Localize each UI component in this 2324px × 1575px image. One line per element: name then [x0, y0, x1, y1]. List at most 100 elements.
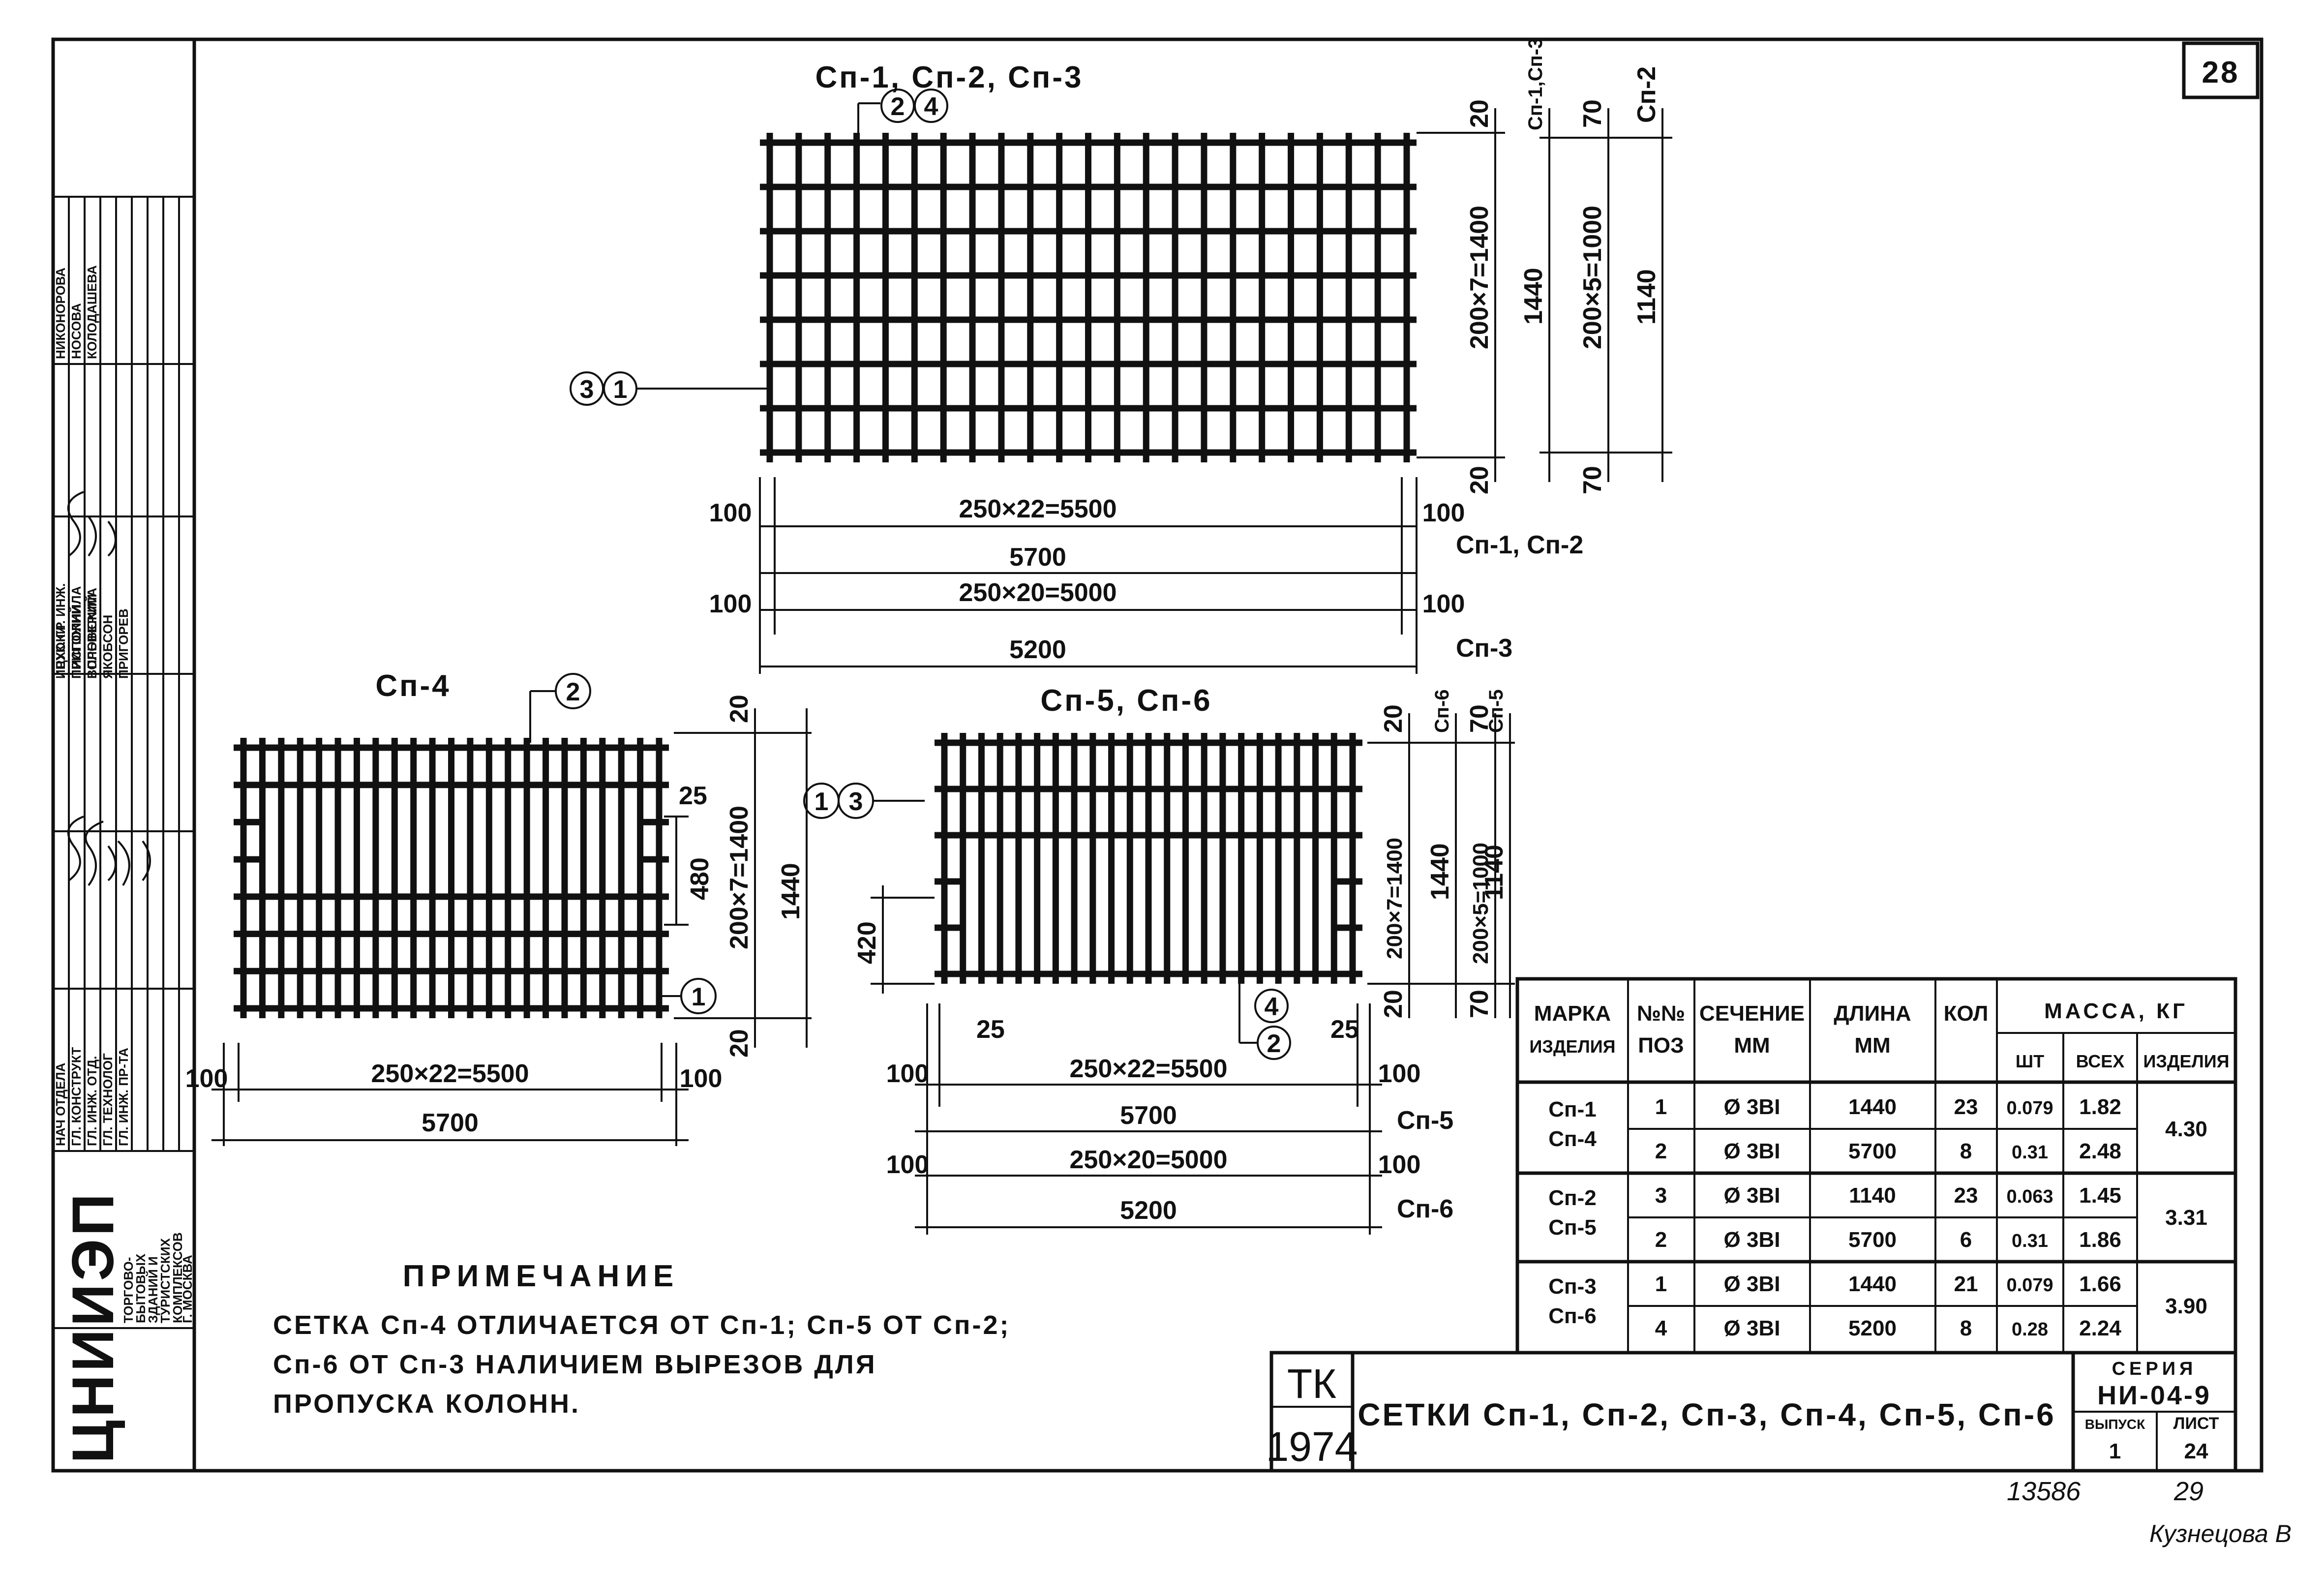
copy-number: 29 — [2173, 1477, 2203, 1506]
spec-g0-r0-len: 1440 — [1848, 1095, 1897, 1119]
staff-role-0: НАЧ ОТДЕЛА — [53, 1062, 68, 1146]
staff-name-0: ИЦХОКИ — [53, 625, 68, 679]
spec-g0-mark0: Сп-1 — [1548, 1097, 1596, 1121]
spec-g1-r1-len: 5700 — [1848, 1228, 1897, 1252]
spec-g2-r1-all: 2.24 — [2079, 1316, 2121, 1340]
institute-desc-2: ЗДАНИЙ И — [146, 1256, 160, 1323]
spec-g2-r0-unit: 0.079 — [2006, 1275, 2053, 1296]
mesh-56-grid — [935, 733, 1362, 984]
spec-h-mark-1: МАРКА — [1534, 1001, 1611, 1026]
spec-h-mass: МАССА, КГ — [2044, 999, 2188, 1023]
spec-g1-r0-qty: 23 — [1954, 1183, 1978, 1208]
spec-h-qty: КОЛ — [1944, 1001, 1989, 1026]
mesh-56-dim-25-r: 25 — [1330, 1015, 1359, 1044]
spec-g1-r0-all: 1.45 — [2079, 1183, 2121, 1208]
mesh-4-callout-right: 1 — [692, 983, 706, 1011]
spec-g0-r1-sec: Ø 3ВI — [1724, 1139, 1781, 1163]
copier-name: Кузнецова В — [2149, 1520, 2292, 1547]
spec-g1-r0-pos: 3 — [1655, 1183, 1667, 1208]
spec-g2-r1-pos: 4 — [1655, 1316, 1667, 1340]
spec-h-sec-1: СЕЧЕНИЕ — [1699, 1001, 1805, 1026]
spec-h-unit: ШТ — [2016, 1051, 2044, 1071]
mesh-56-v-a: 200×7=1400 — [1383, 838, 1407, 959]
spec-g1-mark1: Сп-5 — [1548, 1215, 1596, 1240]
institute-block: ЦНИИЭП ТОРГОВО- БЫТОВЫХ ЗДАНИЙ И ТУРИСТС… — [60, 1191, 195, 1463]
spec-g1-r1-sec: Ø 3ВI — [1724, 1228, 1781, 1252]
mesh-top-dim-row2: 5700 — [1009, 543, 1066, 572]
mesh-56-dim-row3: 250×20=5000 — [1069, 1146, 1227, 1174]
mesh-4-title: Сп-4 — [375, 669, 451, 703]
series-label: СЕРИЯ — [2112, 1359, 2197, 1379]
mesh-4-v-20-top: 20 — [725, 695, 754, 723]
spec-h-pos-2: ПОЗ — [1638, 1033, 1684, 1058]
spec-g1-r1-pos: 2 — [1655, 1228, 1667, 1252]
mesh-56-v-d: 1140 — [1480, 845, 1509, 900]
mesh-top-v-c: 200×5=1000 — [1578, 206, 1607, 349]
spec-g0-r0-sec: Ø 3ВI — [1724, 1095, 1781, 1119]
spec-h-mark-2: ИЗДЕЛИЯ — [1529, 1036, 1615, 1057]
spec-g0-r0-unit: 0.079 — [2006, 1098, 2053, 1119]
mesh-top-dim-100-r: 100 — [1422, 499, 1465, 527]
spec-g2-r0-sec: Ø 3ВI — [1724, 1272, 1781, 1296]
staff-role-1: ГЛ. КОНСТРУКТ — [69, 1047, 84, 1146]
spec-h-len-2: ММ — [1854, 1033, 1890, 1058]
sheet-value: 24 — [2184, 1439, 2208, 1463]
spec-g2-r1-qty: 8 — [1960, 1316, 1972, 1340]
sheet-border — [51, 37, 2264, 1473]
mesh-top-v-d: 1140 — [1632, 269, 1661, 325]
spec-g2-r0-pos: 1 — [1655, 1272, 1667, 1296]
mesh-top-v-b: 1440 — [1519, 268, 1548, 325]
staff-name-4: ПРИГОРЕВ — [116, 608, 131, 679]
staff-role-4: ГЛ. ИНЖ. ПР-ТА — [116, 1048, 131, 1146]
spec-g1-r0-unit: 0.063 — [2006, 1186, 2053, 1207]
spec-h-all: ВСЕХ — [2076, 1051, 2125, 1071]
series-value: НИ-04-9 — [2097, 1381, 2211, 1410]
note-line-1: Сп-6 ОТ Сп-3 НАЛИЧИЕМ ВЫРЕЗОВ ДЛЯ — [273, 1350, 877, 1379]
staff-role-5: РУК. ГР. ИНЖ. — [53, 583, 68, 669]
mesh-top-label-row-b: Сп-3 — [1456, 634, 1512, 663]
institute-desc-4: КОМПЛЕКСОВ — [170, 1232, 185, 1323]
mesh-top-callout-c: 3 — [580, 375, 594, 404]
mesh-4: Сп-4 2 1 100 100 250×22=5500 5700 20 20 … — [185, 669, 812, 1146]
title-year: 1974 — [1266, 1424, 1358, 1470]
mesh-56-v-b: 1440 — [1426, 843, 1454, 900]
spec-g0-total: 4.30 — [2165, 1117, 2207, 1141]
mesh-4-callout-top: 2 — [566, 678, 580, 706]
mesh-56-dim-100-l: 100 — [886, 1060, 929, 1088]
mesh-56: Сп-5, Сп-6 1 3 4 2 25 25 100 100 250×22=… — [803, 684, 1515, 1235]
mesh-top-title: Сп-1, Сп-2, Сп-3 — [815, 61, 1084, 94]
staff-role-6: ИСПОЛНИЛА — [69, 586, 84, 669]
spec-g1-r1-qty: 6 — [1960, 1228, 1972, 1252]
sheet-label: ЛИСТ — [2173, 1414, 2219, 1433]
sheet-title: СЕТКИ Сп-1, Сп-2, Сп-3, Сп-4, Сп-5, Сп-6 — [1358, 1397, 2055, 1432]
mesh-top-v-20-bot: 20 — [1465, 466, 1494, 494]
title-tk: ТК — [1287, 1361, 1336, 1407]
mesh-4-grid — [234, 738, 669, 1018]
mesh-56-label-row2: Сп-5 — [1397, 1106, 1453, 1135]
mesh-top-dim-100-l: 100 — [709, 499, 752, 527]
mesh-56-dim-row2: 5700 — [1120, 1101, 1177, 1130]
mesh-56-v-420: 420 — [853, 921, 881, 964]
mesh-top-v-a: 200×7=1400 — [1465, 206, 1494, 349]
spec-g2-r1-unit: 0.28 — [2012, 1319, 2048, 1340]
mesh-56-v-lbl-1: Сп-6 — [1431, 689, 1453, 733]
inventory-number: 13586 — [2007, 1477, 2081, 1506]
institute-desc-3: ТУРИСТСКИХ — [158, 1238, 173, 1323]
spec-g0-r1-all: 2.48 — [2079, 1139, 2121, 1163]
institute-desc-1: БЫТОВЫХ — [133, 1253, 148, 1323]
mesh-56-dim-100-l2: 100 — [886, 1151, 929, 1179]
spec-h-len-1: ДЛИНА — [1834, 1001, 1911, 1026]
spec-g0-r1-pos: 2 — [1655, 1139, 1667, 1163]
mesh-top-v-70-top: 70 — [1578, 99, 1607, 128]
staff-role-3: ГЛ. ТЕХНОЛОГ — [100, 1053, 115, 1146]
spec-g2-mark1: Сп-6 — [1548, 1304, 1596, 1328]
spec-g1-mark0: Сп-2 — [1548, 1186, 1596, 1210]
mesh-top-callout-b: 4 — [924, 92, 938, 121]
spec-g2-r1-len: 5200 — [1848, 1316, 1897, 1340]
note-line-0: СЕТКА Сп-4 ОТЛИЧАЕТСЯ ОТ Сп-1; Сп-5 ОТ С… — [273, 1310, 1011, 1340]
spec-g1-total: 3.31 — [2165, 1206, 2207, 1230]
mesh-56-label-row4: Сп-6 — [1397, 1195, 1453, 1223]
spec-g0-r1-qty: 8 — [1960, 1139, 1972, 1163]
mesh-56-callout-d: 2 — [1267, 1030, 1281, 1058]
mesh-top-dim-100-l2: 100 — [709, 590, 752, 618]
